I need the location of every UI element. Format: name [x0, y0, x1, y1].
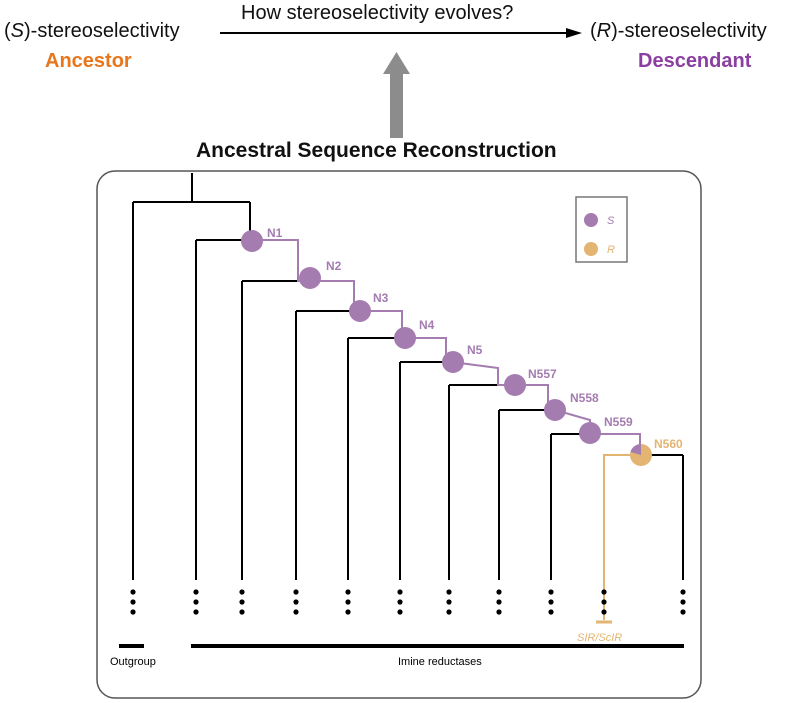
node-label-n4: N4	[419, 318, 435, 332]
tree-branches	[132, 173, 684, 580]
descendant-selectivity-label: (R)-stereoselectivity	[590, 20, 767, 42]
continuation-dots	[130, 589, 686, 615]
node-n559	[579, 422, 601, 444]
imine-reductases-label: Imine reductases	[398, 656, 482, 668]
node-n560	[630, 444, 652, 466]
node-n5	[442, 351, 464, 373]
sir-scir-label: SIR/ScIR	[577, 632, 622, 644]
legend-s-label: S	[607, 215, 615, 227]
gray-up-arrow	[383, 52, 410, 138]
group-bars	[119, 644, 684, 648]
node-n3	[349, 300, 371, 322]
method-title: Ancestral Sequence Reconstruction	[196, 139, 557, 162]
node-label-n558: N558	[570, 391, 599, 405]
legend-r-label: R	[607, 244, 615, 256]
node-label-n5: N5	[467, 343, 483, 357]
node-label-n2: N2	[326, 259, 342, 273]
node-n1	[241, 230, 263, 252]
outgroup-label: Outgroup	[110, 656, 156, 668]
node-n4	[394, 327, 416, 349]
node-label-n559: N559	[604, 415, 633, 429]
imine-reductases-bar	[191, 644, 684, 648]
legend-r-swatch	[584, 242, 598, 256]
node-labels: N1 N2 N3 N4 N5 N557 N558 N559 N560	[267, 226, 683, 451]
tree-panel	[96, 170, 702, 699]
legend-s-swatch	[584, 213, 598, 227]
node-label-n1: N1	[267, 226, 283, 240]
ancestral-nodes	[241, 230, 652, 466]
node-label-n560: N560	[654, 437, 683, 451]
node-label-n557: N557	[528, 367, 557, 381]
descendant-label: Descendant	[638, 50, 752, 72]
outgroup-bar	[119, 644, 144, 648]
legend: S R	[575, 196, 628, 263]
question-title: How stereoselectivity evolves?	[241, 2, 514, 24]
node-n2	[299, 267, 321, 289]
node-n558	[544, 399, 566, 421]
ancestor-label: Ancestor	[45, 50, 132, 72]
node-label-n3: N3	[373, 291, 389, 305]
evolution-arrow	[220, 28, 582, 38]
r-lineage-branch	[596, 454, 640, 624]
node-n557	[504, 374, 526, 396]
ancestor-selectivity-label: (S)-stereoselectivity	[4, 20, 180, 42]
